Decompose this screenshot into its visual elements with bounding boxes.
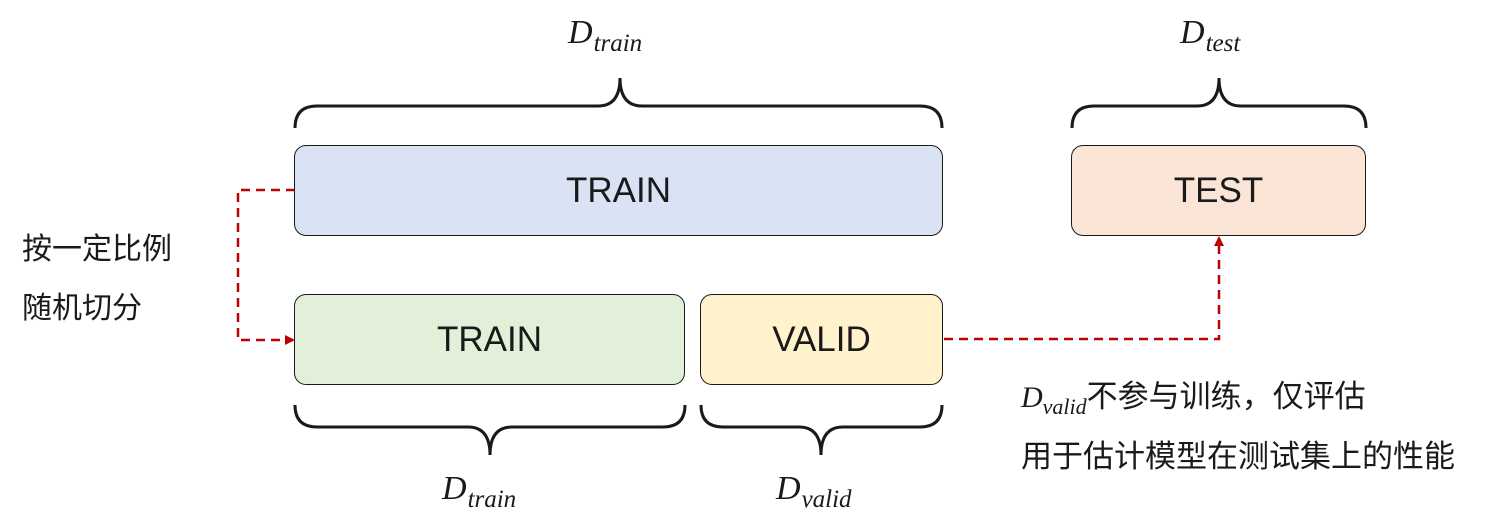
train-split-box: TRAIN (294, 294, 685, 385)
label-bottom-train: Dtrain (442, 470, 517, 513)
label-bottom-valid: Dvalid (776, 470, 852, 513)
split-arrow (236, 188, 295, 345)
label-top-test: Dtest (1180, 14, 1241, 57)
brace-bottom-valid (699, 404, 944, 456)
valid-box: VALID (700, 294, 943, 385)
train-split-label: TRAIN (437, 319, 542, 359)
split-note-line1: 按一定比例 (22, 232, 172, 267)
brace-top-test (1070, 77, 1368, 129)
train-full-box: TRAIN (294, 145, 943, 236)
valid-note-math: Dvalid (1021, 381, 1087, 419)
valid-label: VALID (772, 319, 871, 359)
test-label: TEST (1173, 170, 1264, 210)
brace-bottom-train (293, 404, 687, 456)
test-box: TEST (1071, 145, 1366, 236)
valid-to-test-arrow (944, 236, 1224, 341)
valid-note-line1: Dvalid不参与训练，仅评估 (1021, 379, 1366, 419)
label-top-train: Dtrain (568, 14, 643, 57)
train-full-label: TRAIN (566, 170, 671, 210)
valid-note-line2: 用于估计模型在测试集上的性能 (1021, 439, 1455, 475)
split-note-line2: 随机切分 (22, 291, 142, 326)
brace-top-train (293, 77, 944, 129)
